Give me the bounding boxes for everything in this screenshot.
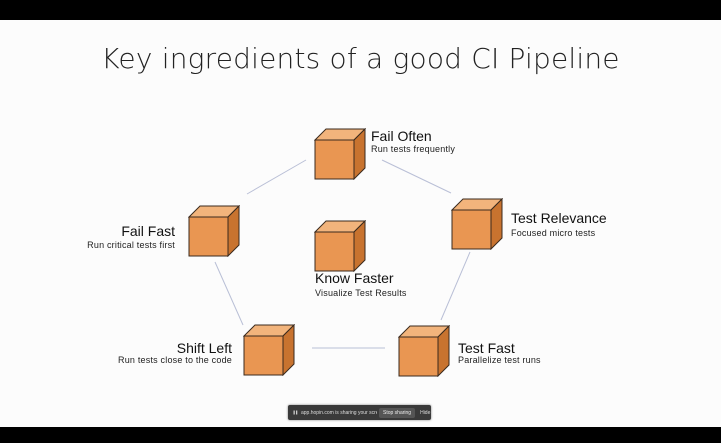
shift-left-title: Shift Left <box>176 340 232 356</box>
cube-icon <box>188 205 240 257</box>
cube-icon <box>314 220 366 272</box>
connector-line <box>381 159 452 194</box>
test-fast-subtitle: Parallelize test runs <box>458 355 541 365</box>
presentation-slide: Key ingredients of a good CI Pipeline Fa… <box>0 20 721 427</box>
fail-fast-subtitle: Run critical tests first <box>87 240 175 250</box>
cube-icon <box>314 128 366 180</box>
pentagon-connectors <box>214 159 471 349</box>
slide-title: Key ingredients of a good CI Pipeline <box>101 42 620 75</box>
connector-line <box>440 251 471 321</box>
fail-often-title: Fail Often <box>371 128 432 144</box>
hide-button[interactable]: Hide <box>420 409 431 416</box>
fail-fast-title: Fail Fast <box>121 223 175 239</box>
know-faster-subtitle: Visualize Test Results <box>315 288 407 298</box>
cube-icon <box>243 324 295 376</box>
screen-share-bar: app.hopin.com is sharing your screen. St… <box>288 405 431 420</box>
bottom-black-bar <box>0 427 721 443</box>
pause-icon <box>292 410 298 416</box>
know-faster-title: Know Faster <box>315 270 394 286</box>
cube-icon <box>398 325 450 377</box>
top-black-bar <box>0 0 721 20</box>
stop-sharing-button[interactable]: Stop sharing <box>379 407 416 418</box>
connector-line <box>214 261 244 326</box>
test-relevance-title: Test Relevance <box>511 210 607 226</box>
connector-line <box>246 159 307 195</box>
share-message: app.hopin.com is sharing your screen. <box>301 409 377 416</box>
cube-icon <box>451 198 503 250</box>
fail-often-subtitle: Run tests frequently <box>371 144 456 154</box>
test-relevance-subtitle: Focused micro tests <box>511 228 596 238</box>
shift-left-subtitle: Run tests close to the code <box>118 355 232 365</box>
test-fast-title: Test Fast <box>458 340 515 356</box>
